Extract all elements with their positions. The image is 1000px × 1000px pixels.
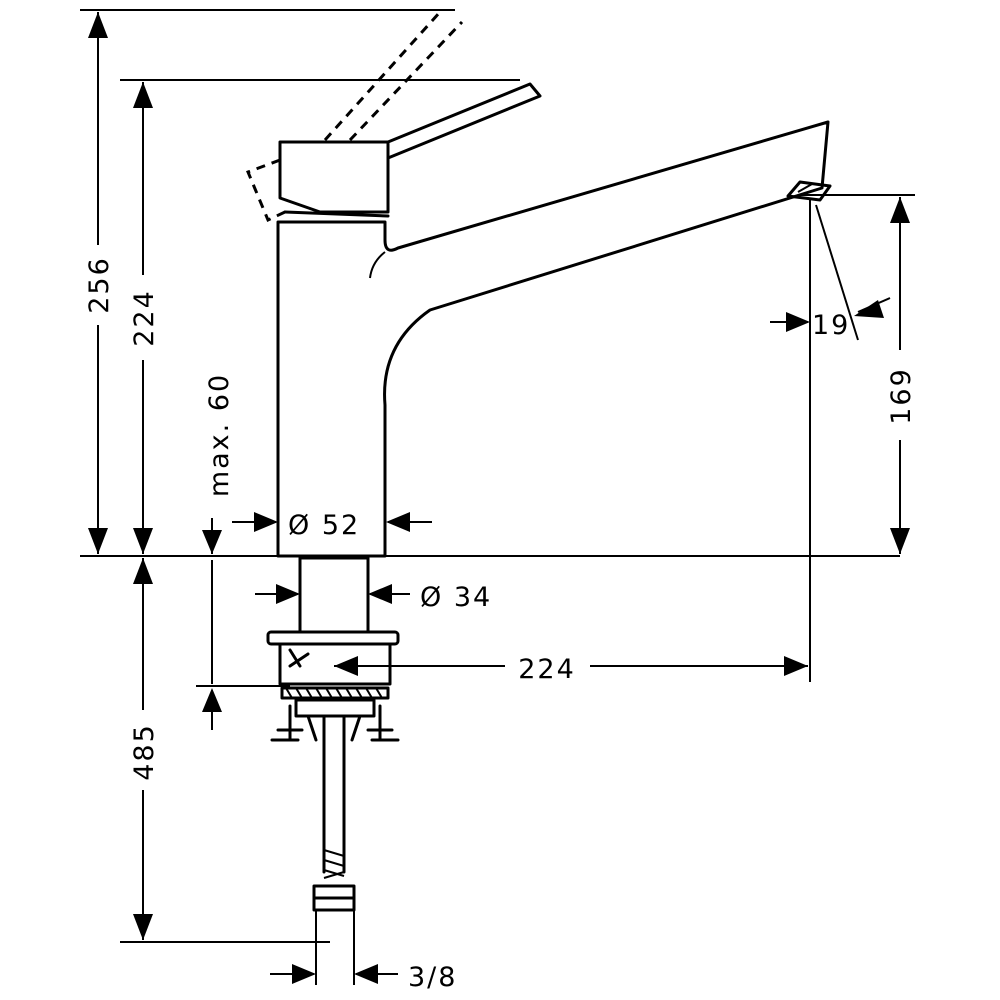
dim-19: 19 xyxy=(770,297,891,341)
dim-485: 485 xyxy=(129,558,160,940)
lever-handle xyxy=(278,82,542,218)
supply-hose xyxy=(312,714,356,912)
dim-3-8-label: 3/8 xyxy=(408,962,457,993)
dim-256-label: 256 xyxy=(84,256,115,314)
faucet-body xyxy=(276,120,832,558)
dim-max-60-label: max. 60 xyxy=(204,373,235,497)
dim-d34: Ø 34 xyxy=(255,582,492,613)
extension-lines xyxy=(80,9,915,985)
dim-max-60: max. 60 xyxy=(202,373,235,730)
dim-224-reach-label: 224 xyxy=(518,654,576,685)
dim-d52-label: Ø 52 xyxy=(288,510,360,541)
dim-19-label: 19 xyxy=(812,310,850,341)
dim-d52: Ø 52 xyxy=(232,510,432,541)
dim-224-height-label: 224 xyxy=(129,289,160,347)
dim-224-reach: 224 xyxy=(334,654,808,685)
dim-169-label: 169 xyxy=(886,367,917,425)
dim-d34-label: Ø 34 xyxy=(420,582,492,613)
dim-256: 256 xyxy=(84,12,115,554)
mounting-assembly xyxy=(266,556,400,742)
dim-3-8: 3/8 xyxy=(270,962,457,993)
dim-169: 169 xyxy=(886,197,917,554)
dim-485-label: 485 xyxy=(129,723,160,781)
dim-224-height: 224 xyxy=(129,82,160,554)
